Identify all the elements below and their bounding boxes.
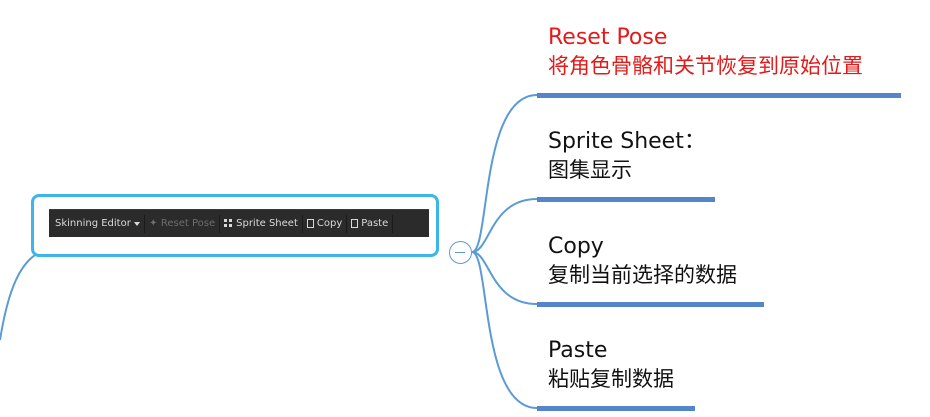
branch-title: Sprite Sheet： — [548, 129, 706, 154]
branch-title: Copy — [548, 234, 604, 259]
paste-button[interactable]: Paste — [347, 214, 394, 233]
copy-label: Copy — [316, 218, 343, 229]
connector-left — [0, 251, 41, 341]
connector-copy — [471, 251, 538, 305]
branch-sprite-sheet[interactable]: Sprite Sheet： 图集显示 — [548, 128, 706, 184]
reset-pose-label: Reset Pose — [160, 218, 216, 229]
branch-description: 图集显示 — [548, 158, 632, 182]
branch-title: Paste — [548, 338, 608, 363]
connector-reset-pose — [471, 94, 538, 253]
branch-description: 将角色骨骼和关节恢复到原始位置 — [548, 54, 863, 78]
branch-title: Reset Pose — [548, 25, 668, 50]
sprite-sheet-button[interactable]: Sprite Sheet — [220, 214, 303, 233]
connector-sprite-sheet — [471, 198, 538, 253]
branch-paste[interactable]: Paste 粘贴复制数据 — [548, 337, 674, 393]
central-node[interactable]: Skinning Editor ✦ Reset Pose Sprite Shee… — [31, 194, 439, 257]
figure-icon: ✦ — [149, 217, 158, 229]
copy-button[interactable]: Copy — [303, 214, 348, 233]
connector-paste — [471, 251, 538, 409]
skinning-editor-dropdown[interactable]: Skinning Editor — [51, 214, 145, 233]
skinning-editor-label: Skinning Editor — [55, 218, 131, 229]
branch-copy[interactable]: Copy 复制当前选择的数据 — [548, 233, 737, 289]
branch-underline — [537, 302, 764, 307]
copy-icon — [306, 219, 314, 228]
paste-label: Paste — [361, 218, 389, 229]
branch-underline — [537, 197, 715, 202]
branch-reset-pose[interactable]: Reset Pose 将角色骨骼和关节恢复到原始位置 — [548, 24, 863, 80]
branch-description: 粘贴复制数据 — [548, 367, 674, 391]
skinning-editor-toolbar: Skinning Editor ✦ Reset Pose Sprite Shee… — [49, 209, 429, 237]
branch-underline — [537, 406, 695, 411]
branch-description: 复制当前选择的数据 — [548, 263, 737, 287]
grid-icon — [224, 219, 234, 228]
collapse-button[interactable] — [449, 241, 472, 264]
branch-underline — [537, 93, 901, 98]
sprite-sheet-label: Sprite Sheet — [236, 218, 298, 229]
paste-icon — [351, 219, 359, 228]
reset-pose-button[interactable]: ✦ Reset Pose — [145, 214, 221, 233]
caret-down-icon — [133, 221, 140, 226]
